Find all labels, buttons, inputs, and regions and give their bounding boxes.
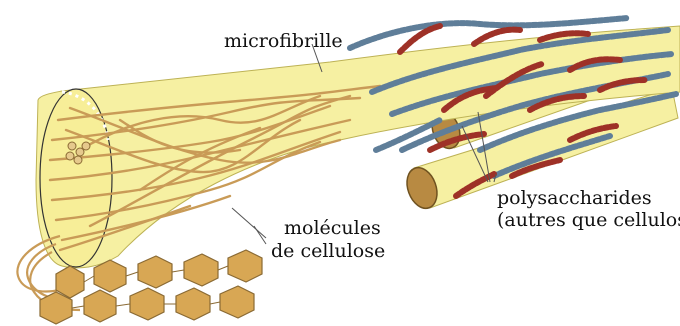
cellulose-label-line-2: de cellulose: [271, 240, 385, 263]
cellulose-pointer-1: [232, 208, 266, 238]
polysaccharides-label-line-1: polysaccharides: [497, 187, 652, 210]
cellulose-pointer-2: [254, 226, 266, 244]
microfibril-label: microfibrille: [224, 30, 343, 53]
cellulose-label-line-1: molécules: [284, 217, 381, 240]
polysaccharides-label-line-2: (autres que cellulose): [497, 209, 680, 232]
